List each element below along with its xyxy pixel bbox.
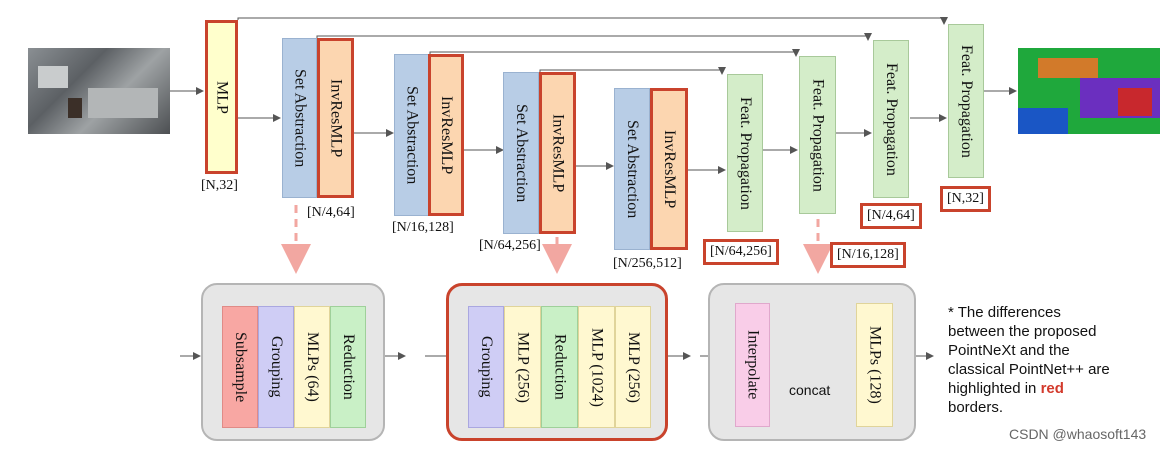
reduction-block-inv: Reduction <box>541 306 578 428</box>
mlp-256-block-a: MLP (256) <box>504 306 541 428</box>
mlp-256-block-b: MLP (256) <box>615 306 651 428</box>
set-abstraction-block-4: Set Abstraction <box>614 88 650 250</box>
invresmlp-block-2: InvResMLP <box>428 54 464 216</box>
dim-label-stage3: [N/64,256] <box>479 238 541 253</box>
feat-propagation-block-4: Feat. Propagation <box>948 24 984 178</box>
set-abstraction-block-1: Set Abstraction <box>282 38 317 198</box>
mlp-1024-block: MLP (1024) <box>578 306 615 428</box>
feat-propagation-block-3: Feat. Propagation <box>873 40 909 198</box>
set-abstraction-block-2: Set Abstraction <box>394 54 429 216</box>
dim-label-fp2: [N/16,128] <box>830 242 906 268</box>
interpolate-block: Interpolate <box>735 303 770 427</box>
invresmlp-block-4: InvResMLP <box>650 88 688 250</box>
segmentation-output-image <box>1018 48 1160 134</box>
dim-label-fp3: [N/4,64] <box>860 203 922 229</box>
feat-propagation-block-1: Feat. Propagation <box>727 74 763 232</box>
subsample-block: Subsample <box>222 306 258 428</box>
reduction-block-sa: Reduction <box>330 306 366 428</box>
dim-label-fp4: [N,32] <box>940 186 991 212</box>
dim-label-stage4: [N/256,512] <box>613 256 682 271</box>
mlps-128-block: MLPs (128) <box>856 303 893 427</box>
dim-label-fp1: [N/64,256] <box>703 239 779 265</box>
grouping-block-inv: Grouping <box>468 306 504 428</box>
dim-label-stage1: [N/4,64] <box>307 205 355 220</box>
set-abstraction-block-3: Set Abstraction <box>503 72 539 234</box>
concat-label: concat <box>789 382 831 398</box>
grouping-block-sa: Grouping <box>258 306 294 428</box>
input-point-cloud-image <box>28 48 170 134</box>
dim-label-stage2: [N/16,128] <box>392 220 454 235</box>
invresmlp-block-1: InvResMLP <box>317 38 354 198</box>
differences-footnote: * The differences between the proposed P… <box>948 304 1110 416</box>
invresmlp-block-3: InvResMLP <box>539 72 576 234</box>
dim-label-mlp: [N,32] <box>201 178 238 193</box>
mlp-block: MLP <box>205 20 238 174</box>
mlps-64-block: MLPs (64) <box>294 306 330 428</box>
watermark: CSDN @whaosoft143 <box>1009 426 1147 442</box>
feat-propagation-block-2: Feat. Propagation <box>799 56 836 214</box>
